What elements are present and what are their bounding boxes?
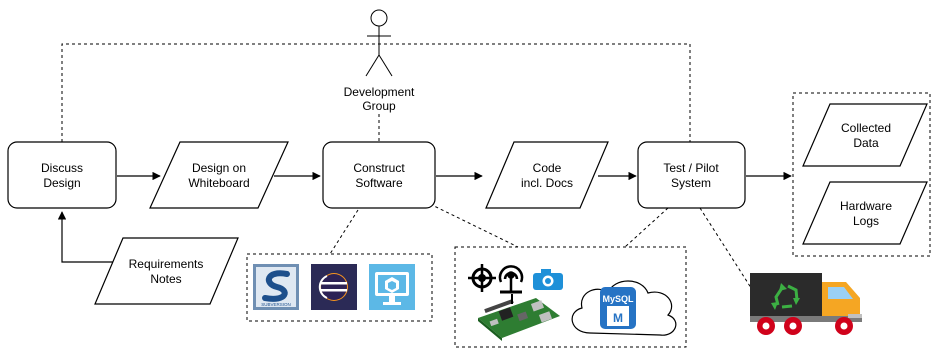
- node-hardware-line1: Hardware: [840, 199, 892, 213]
- node-collected: Collected Data: [802, 103, 928, 167]
- node-discuss-line1: Discuss: [41, 161, 83, 175]
- node-collected-line1: Collected: [841, 121, 891, 135]
- mysql-cloud-icon: MySQL M: [571, 280, 677, 336]
- node-test-line1: Test / Pilot: [663, 161, 719, 175]
- tools-group-box: [246, 253, 433, 322]
- node-requirements-line1: Requirements: [129, 257, 204, 271]
- actor-icon: [365, 9, 393, 77]
- construct-to-hardware-connector: [429, 203, 519, 248]
- node-discuss: Discuss Design: [7, 141, 117, 209]
- arrow-requirements-to-discuss: [57, 211, 113, 263]
- eclipse-logo: [311, 264, 357, 310]
- raspberry-pi-board: [478, 294, 560, 341]
- node-requirements-line2: Notes: [150, 272, 181, 286]
- virtualbox-logo: [369, 264, 415, 310]
- node-construct: Construct Software: [322, 141, 436, 209]
- node-code: Code incl. Docs: [485, 141, 609, 209]
- mysql-logo-text: MySQL: [602, 294, 634, 304]
- actor-label-line1: Development: [344, 85, 415, 99]
- dashed-connectors: [61, 43, 931, 348]
- node-code-line1: Code: [533, 161, 562, 175]
- antenna-icon: [498, 265, 524, 294]
- actor-label-line2: Group: [362, 99, 396, 113]
- node-requirements: Requirements Notes: [94, 237, 239, 305]
- node-whiteboard-line1: Design on: [192, 161, 246, 175]
- node-code-line2: incl. Docs: [521, 176, 573, 190]
- mysql-db-letter: M: [613, 311, 623, 325]
- subversion-logo: SUBVERSION: [253, 264, 299, 310]
- node-discuss-line2: Design: [43, 176, 80, 190]
- node-construct-line1: Construct: [353, 161, 405, 175]
- node-whiteboard: Design on Whiteboard: [149, 141, 289, 209]
- test-to-truck-connector: [699, 207, 763, 306]
- flow-arrows: [57, 171, 792, 263]
- test-to-hardware-connector: [624, 207, 669, 248]
- node-collected-line2: Data: [853, 136, 879, 150]
- hardware-group-box: [454, 246, 687, 348]
- node-construct-line2: Software: [355, 176, 403, 190]
- recycling-truck-icon: [750, 273, 862, 335]
- construct-to-tools-connector: [329, 209, 359, 255]
- gps-icon: [468, 264, 496, 292]
- node-hardware-line2: Logs: [853, 214, 879, 228]
- outputs-group-box: [792, 92, 931, 257]
- node-whiteboard-line2: Whiteboard: [188, 176, 249, 190]
- top-loop-connector: [61, 43, 691, 142]
- node-test: Test / Pilot System: [637, 141, 746, 209]
- node-test-line2: System: [671, 176, 711, 190]
- subversion-logo-text: SUBVERSION: [261, 302, 291, 307]
- node-hardware: Hardware Logs: [802, 181, 928, 245]
- camera-icon: [533, 269, 563, 290]
